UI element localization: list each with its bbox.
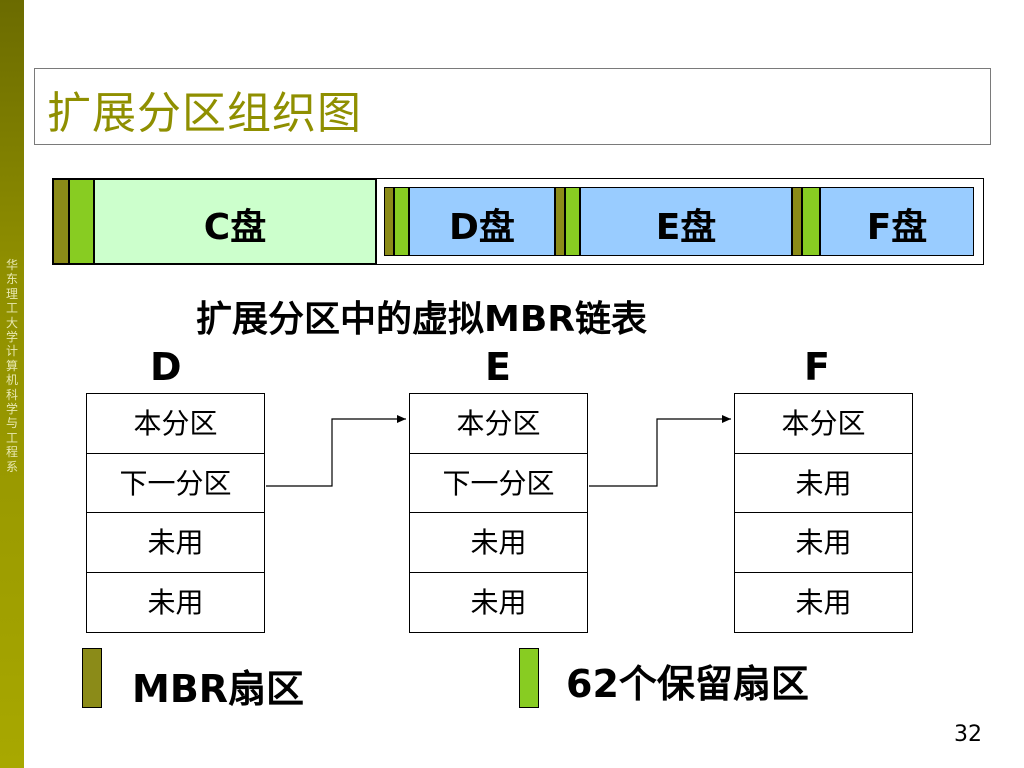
f-disk-area: F盘 [820,187,974,256]
table-e-row-4: 未用 [470,585,527,619]
mbr-table-f: 本分区 未用 未用 未用 [734,393,913,633]
table-d-row-3: 未用 [87,513,264,573]
table-f-row-4: 未用 [795,585,852,619]
arrow-e-to-f [589,415,731,487]
d-disk-area: D盘 [409,187,555,256]
page-number: 32 [954,722,982,747]
table-f-row-2: 未用 [735,454,912,513]
e-disk-label: E盘 [655,207,717,248]
d-mbr-sector [384,187,394,256]
f-mbr-sector [792,187,802,256]
table-e-row-2: 下一分区 [410,454,587,513]
c-disk-label: C盘 [203,207,267,248]
page-title: 扩展分区组织图 [47,88,362,139]
subtitle: 扩展分区中的虚拟MBR链表 [196,299,647,340]
e-mbr-sector [555,187,565,256]
arrow-d-to-e [266,415,406,487]
table-d-letter: D [150,345,182,389]
legend-reserved-label: 62个保留扇区 [566,662,809,706]
table-d-row-2: 下一分区 [87,454,264,513]
d-reserved-sectors [394,187,409,256]
legend-mbr-swatch [82,648,102,708]
side-department-text: 华东理工大学计算机科学与工程系 [5,258,18,474]
table-d-row-1: 本分区 [87,394,264,454]
legend-reserved-swatch [519,648,539,708]
side-bar: 华东理工大学计算机科学与工程系 [0,0,24,768]
extended-partition-area [376,178,984,265]
e-reserved-sectors [565,187,580,256]
mbr-table-e: 本分区 下一分区 未用 未用 [409,393,588,633]
e-disk-area: E盘 [580,187,792,256]
mbr-table-d: 本分区 下一分区 未用 未用 [86,393,265,633]
legend-mbr-label: MBR扇区 [132,667,305,711]
f-disk-label: F盘 [866,207,928,248]
table-f-row-1: 本分区 [735,394,912,454]
table-e-letter: E [485,345,511,389]
table-e-row-1: 本分区 [410,394,587,454]
disk-layout-bar: C盘 D盘 E盘 F盘 [52,178,984,265]
f-reserved-sectors [802,187,820,256]
d-disk-label: D盘 [449,207,515,248]
table-f-row-3: 未用 [735,513,912,573]
table-d-row-4: 未用 [147,585,204,619]
title-box: 扩展分区组织图 [34,68,991,145]
table-f-letter: F [804,345,830,389]
c-mbr-sector [53,179,69,264]
table-e-row-3: 未用 [410,513,587,573]
c-reserved-sectors [69,179,94,264]
c-disk-area: C盘 [94,179,376,264]
